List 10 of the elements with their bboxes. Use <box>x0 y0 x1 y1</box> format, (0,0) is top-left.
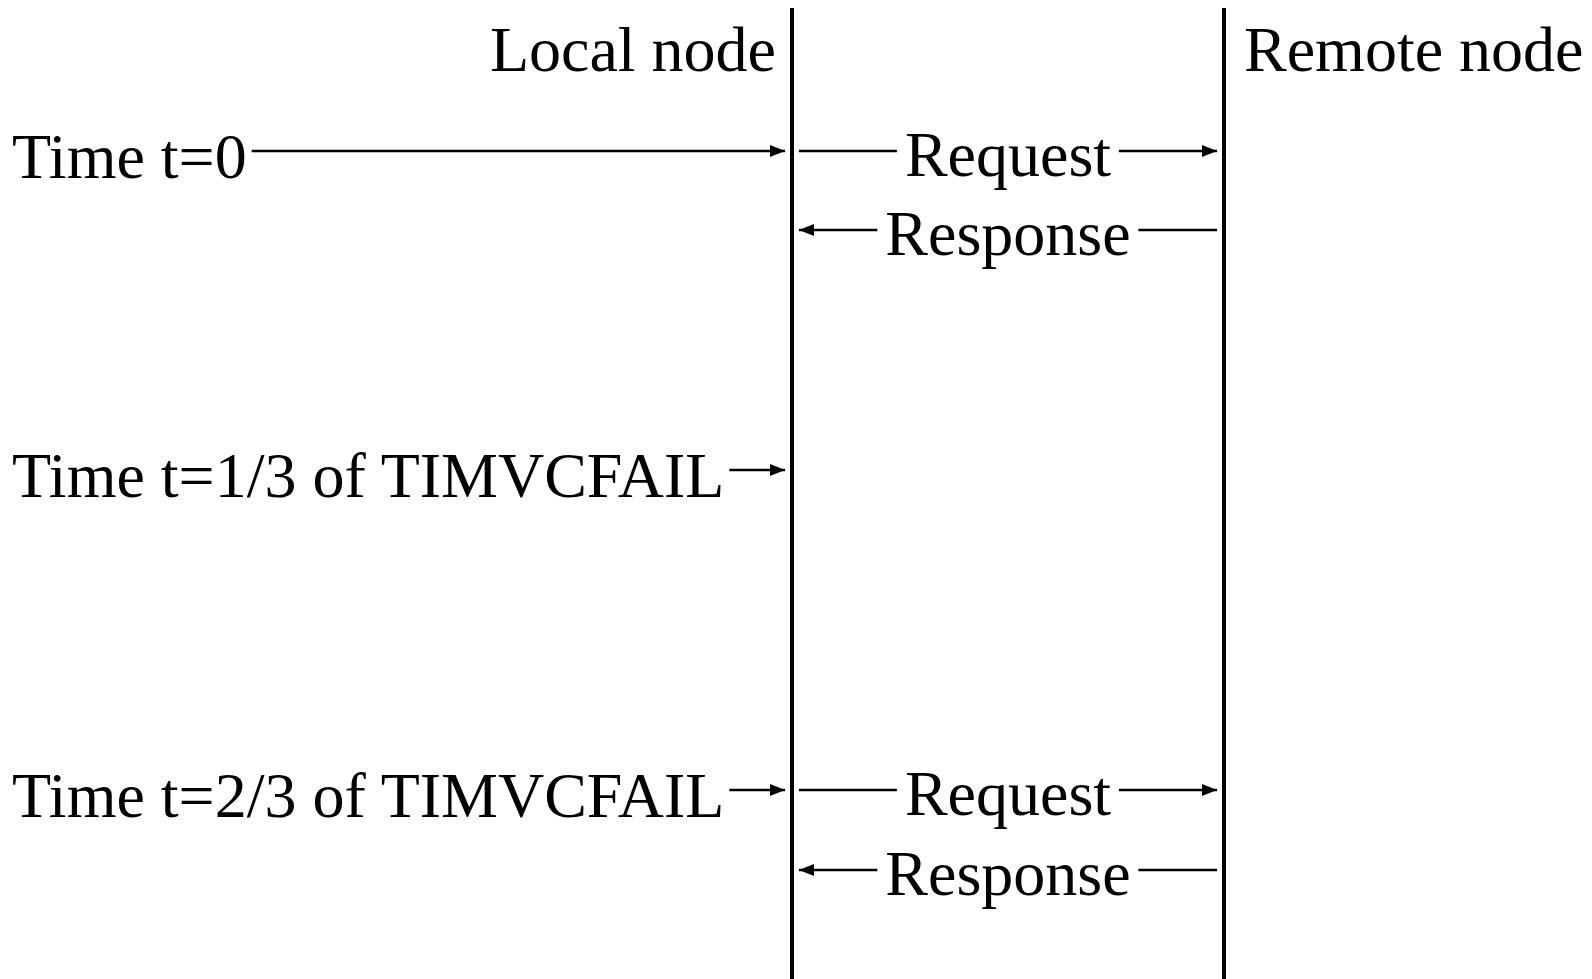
arrow <box>729 464 785 476</box>
lifeline-bar <box>790 8 794 979</box>
time-label: Time t=1/3 of TIMVCFAIL <box>12 444 725 508</box>
time-label: Time t=0 <box>12 125 247 189</box>
lifeline-bar <box>1222 8 1226 979</box>
arrow <box>251 145 785 157</box>
time-label: Time t=2/3 of TIMVCFAIL <box>12 764 725 828</box>
lifeline-heading: Local node <box>489 18 776 82</box>
arrow <box>729 784 785 796</box>
lifeline-heading: Remote node <box>1244 18 1584 82</box>
